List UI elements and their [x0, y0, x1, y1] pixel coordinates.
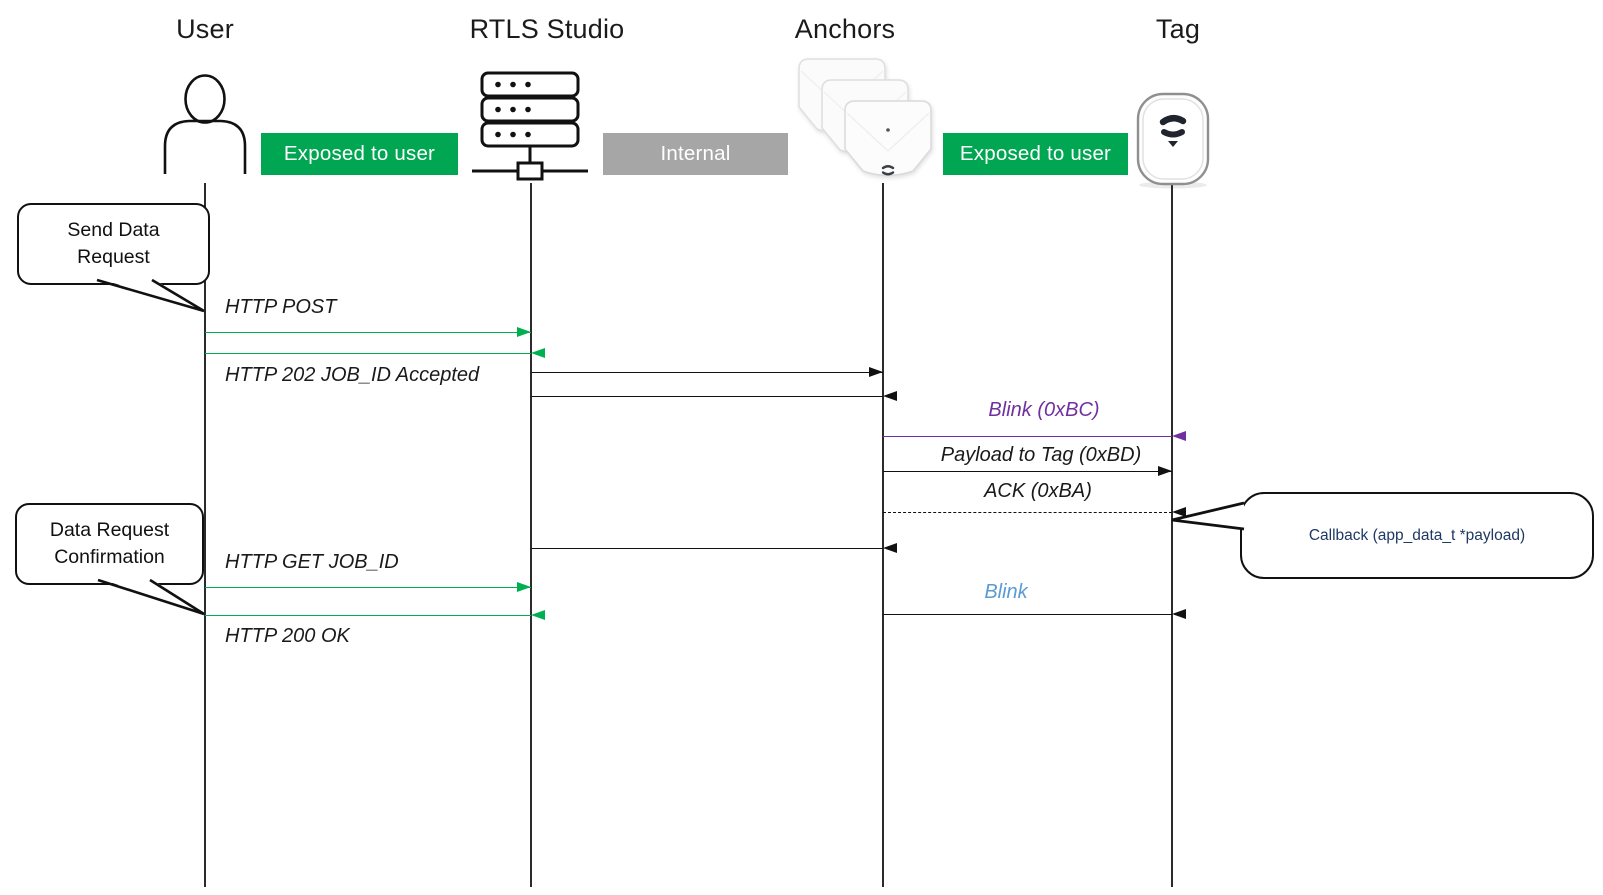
message-label: HTTP POST: [225, 296, 337, 318]
lifeline-user: [204, 183, 206, 887]
message-arrowhead: [1172, 608, 1186, 619]
tag-icon: [1136, 92, 1210, 189]
message-label: Blink (0xBC): [988, 399, 1100, 421]
callout-send-tail: [96, 278, 205, 313]
message-arrow-line: [205, 587, 531, 588]
message-arrowhead: [531, 347, 545, 358]
message-arrowhead: [883, 390, 897, 401]
message-arrow-line: [531, 548, 883, 549]
callout-data-request-confirmation: Data Request Confirmation: [15, 503, 204, 585]
message-arrow-line: [531, 372, 883, 373]
person-icon: [163, 74, 247, 174]
lifeline-title-tag: Tag: [1155, 14, 1201, 44]
message-label: HTTP 200 OK: [225, 625, 350, 647]
callout-callback-text: Callback (app_data_t *payload): [1308, 526, 1526, 544]
callout-data-request-confirmation-text: Data Request Confirmation: [49, 519, 170, 568]
message-arrow-line: [531, 396, 883, 397]
message-arrowhead: [1158, 465, 1172, 476]
callout-confirmation-tail: [97, 578, 205, 616]
message-arrowhead: [1172, 430, 1186, 441]
message-arrow-line: [883, 471, 1172, 472]
message-arrow-line: [883, 614, 1172, 615]
message-arrow-line: [205, 353, 531, 354]
message-arrowhead: [517, 326, 531, 337]
lifeline-title-rtls-studio: RTLS Studio: [469, 14, 625, 44]
lifeline-tag: [1171, 183, 1173, 887]
lifeline-rtls-studio: [530, 183, 532, 887]
message-label: HTTP 202 JOB_ID Accepted: [225, 364, 480, 386]
lifeline-title-anchors: Anchors: [794, 14, 896, 44]
message-label: Payload to Tag (0xBD): [940, 444, 1142, 466]
badge-1: Internal: [603, 133, 788, 175]
lifeline-anchors: [882, 183, 884, 887]
message-arrowhead: [531, 609, 545, 620]
callout-callback-tail: [1171, 501, 1245, 531]
message-arrow-line: [883, 436, 1172, 437]
message-arrow-line: [205, 615, 531, 616]
message-label: Blink: [984, 581, 1028, 603]
callout-send-data-request-text: Send Data Request: [67, 219, 160, 268]
message-arrow-line: [883, 512, 1172, 513]
callout-callback: Callback (app_data_t *payload): [1240, 492, 1594, 579]
message-label: ACK (0xBA): [984, 480, 1092, 502]
message-arrowhead: [517, 581, 531, 592]
lifeline-title-user: User: [176, 14, 234, 44]
message-label: HTTP GET JOB_ID: [225, 551, 399, 573]
message-arrowhead: [1172, 506, 1186, 517]
server-icon: [472, 71, 588, 181]
message-arrowhead: [883, 542, 897, 553]
callout-send-data-request: Send Data Request: [17, 203, 210, 285]
message-arrow-line: [205, 332, 531, 333]
badge-2: Exposed to user: [943, 133, 1128, 175]
message-arrowhead: [869, 366, 883, 377]
badge-0: Exposed to user: [261, 133, 458, 175]
anchors-icon: [798, 58, 932, 177]
